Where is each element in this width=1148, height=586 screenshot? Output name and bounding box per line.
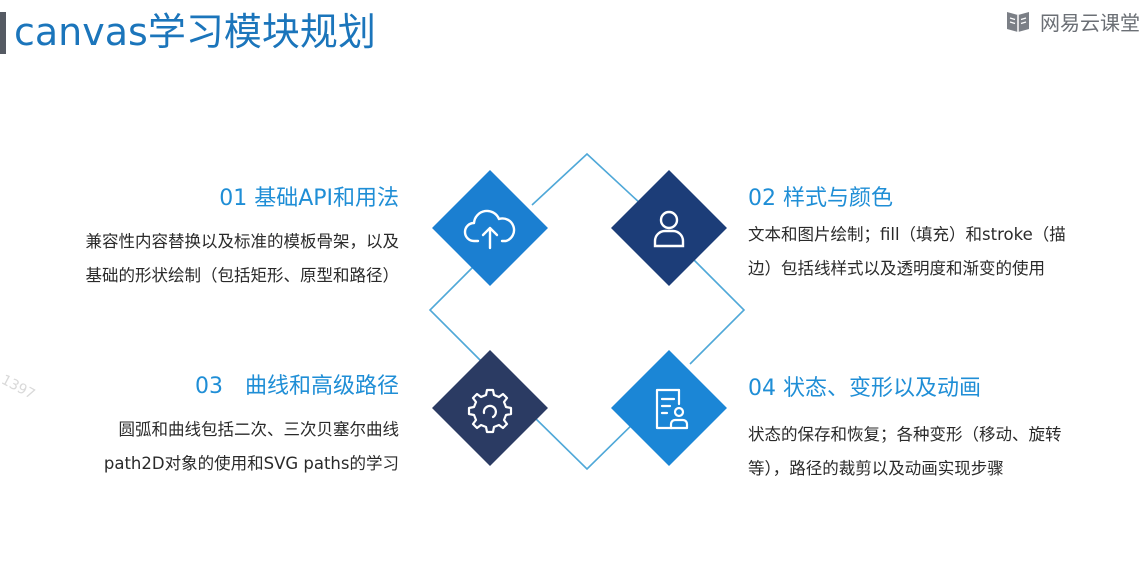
section-03-desc-line: path2D对象的使用和SVG paths的学习 xyxy=(103,454,399,473)
section-01-desc: 兼容性内容替换以及标准的模板骨架，以及 基础的形状绘制（包括矩形、原型和路径） xyxy=(86,225,400,293)
section-02-desc-line: 文本和图片绘制；fill（填充）和stroke（描 xyxy=(748,225,1066,244)
diamond-02 xyxy=(611,170,727,286)
section-03-desc-line: 圆弧和曲线包括二次、三次贝塞尔曲线 xyxy=(118,420,400,439)
connector-right xyxy=(689,255,746,365)
connector-left xyxy=(428,255,485,365)
logo: 网易云课堂 xyxy=(1004,6,1140,36)
book-icon xyxy=(1007,12,1029,32)
section-01-desc-line: 基础的形状绘制（包括矩形、原型和路径） xyxy=(85,266,400,285)
diamond-01 xyxy=(432,170,548,286)
document-user-icon xyxy=(655,388,689,430)
connector-top xyxy=(531,152,643,206)
section-03-desc: 圆弧和曲线包括二次、三次贝塞尔曲线 path2D对象的使用和SVG paths的… xyxy=(104,413,399,481)
page-title: canvas学习模块规划 xyxy=(14,10,376,54)
section-04-desc-line: 等），路径的裁剪以及动画实现步骤 xyxy=(748,459,1004,478)
diamond-04 xyxy=(611,350,727,466)
section-02-title: 02 样式与颜色 xyxy=(748,186,893,211)
section-02-desc: 文本和图片绘制；fill（填充）和stroke（描 边）包括线样式以及透明度和渐… xyxy=(748,218,1066,286)
cloud-upload-icon xyxy=(463,209,516,250)
section-04-desc: 状态的保存和恢复；各种变形（移动、旋转 等），路径的裁剪以及动画实现步骤 xyxy=(748,418,1062,486)
diamond-03 xyxy=(432,350,548,466)
section-02-desc-line: 边）包括线样式以及透明度和渐变的使用 xyxy=(748,259,1045,278)
title-accent-bar xyxy=(0,12,6,54)
section-04-desc-line: 状态的保存和恢复；各种变形（移动、旋转 xyxy=(748,425,1062,444)
logo-text: 网易云课堂 xyxy=(1040,10,1140,35)
section-03-title: 03 曲线和高级路径 xyxy=(195,374,399,399)
connector-bottom xyxy=(531,414,643,471)
user-icon xyxy=(653,210,685,248)
section-01-title: 01 基础API和用法 xyxy=(219,186,399,211)
gear-icon xyxy=(467,388,513,434)
section-01-desc-line: 兼容性内容替换以及标准的模板骨架，以及 xyxy=(85,232,400,251)
section-04-title: 04 状态、变形以及动画 xyxy=(748,376,981,401)
